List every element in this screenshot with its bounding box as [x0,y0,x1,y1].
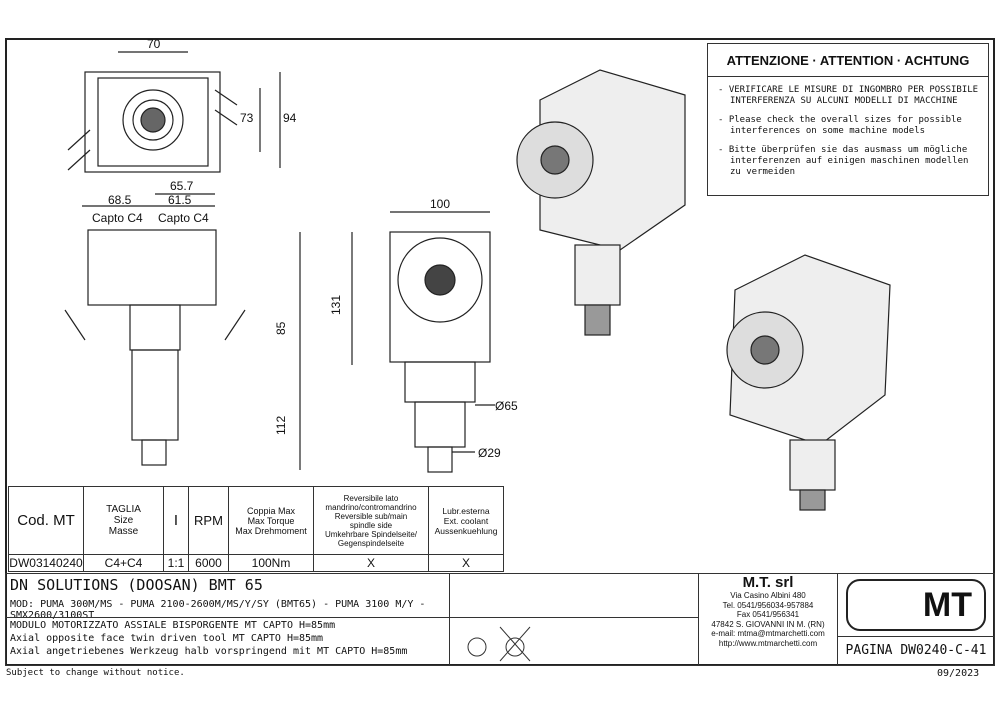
description-de: Axial angetriebenes Werkzeug halb vorspr… [10,646,408,657]
attention-item-it: - VERIFICARE LE MISURE DI INGOMBRO PER P… [718,85,979,106]
footer-date: 09/2023 [937,668,980,679]
description-it: MODULO MOTORIZZATO ASSIALE BISPORGENTE M… [10,620,336,631]
dim-top-width: 70 [147,37,161,51]
cell-torque: 100Nm [228,554,314,572]
cell-coolant: X [428,554,504,572]
header-coolant: Lubr.esterna Ext. coolant Aussenkuehlung [428,486,504,555]
header-rpm: RPM [188,486,229,555]
logo-cell: MT [837,573,995,637]
dim-dia2: Ø29 [478,446,501,460]
dim-capto-right: Capto C4 [158,211,209,225]
company-cell: M.T. srl Via Casino Albini 480 Tel. 0541… [698,573,838,666]
header-size: TAGLIA Size Masse [83,486,164,555]
company-website[interactable]: http://www.mtmarchetti.com [718,638,818,648]
attention-item-de: - Bitte überprüfen sie das ausmass um mö… [718,145,969,177]
dim-side-left: 68.5 [108,193,132,207]
company-name: M.T. srl [742,574,794,591]
attention-box: ATTENZIONE · ATTENTION · ACHTUNG - VERIF… [707,43,989,196]
dim-front-width: 100 [430,197,450,211]
dim-capto-left: Capto C4 [92,211,143,225]
dim-dia1: Ø65 [495,399,518,413]
dim-top-h2: 94 [283,111,297,125]
cell-code: DW03140240 [8,554,84,572]
header-torque: Coppia Max Max Torque Max Drehmoment [228,486,314,555]
spec-table: Cod. MT TAGLIA Size Masse I RPM Coppia M… [8,486,504,572]
description-en: Axial opposite face twin driven tool MT … [10,633,324,644]
dim-front-height: 131 [329,295,343,315]
title-block: DN SOLUTIONS (DOOSAN) BMT 65 MOD: PUMA 3… [5,573,995,666]
company-city: 47842 S. GIOVANNI IN M. (RN) [711,619,825,629]
company-email[interactable]: e-mail: mtma@mtmarchetti.com [711,629,825,638]
dim-side-h2: 112 [274,416,288,435]
machine-models: MOD: PUMA 300M/MS - PUMA 2100-2600M/MS/Y… [10,599,426,621]
company-tel: Tel. 0541/956034-957884 [722,600,814,610]
attention-title: ATTENZIONE · ATTENTION · ACHTUNG [708,44,988,77]
dim-top-h1: 73 [240,111,254,125]
dim-side-h1: 85 [274,321,288,335]
cell-rpm: 6000 [188,554,229,572]
blank-cell [449,573,699,618]
header-code: Cod. MT [8,486,84,555]
header-ratio: I [163,486,189,555]
cell-ratio: 1:1 [163,554,189,572]
dim-side-right: 61.5 [168,193,192,207]
front-view: 100 131 Ø65 Ø29 [329,197,518,473]
top-view: 70 73 94 [67,37,297,173]
machine-cell: DN SOLUTIONS (DOOSAN) BMT 65 MOD: PUMA 3… [5,573,450,621]
page-code: PAGINA DW0240-C-41 [837,636,995,666]
dim-side-overall: 65.7 [170,179,194,193]
footer-notice: Subject to change without notice. [6,668,185,678]
cell-reversible: X [313,554,429,572]
machine-title: DN SOLUTIONS (DOOSAN) BMT 65 [10,576,263,594]
header-reversible: Reversibile lato mandrino/contromandrino… [313,486,429,555]
tool-orientation-icon [467,626,531,662]
isometric-view-1 [516,69,686,336]
attention-item-en: - Please check the overall sizes for pos… [718,115,962,136]
mt-logo: MT [846,579,986,631]
company-fax: Fax 0541/956341 [736,610,800,619]
side-view: 65.7 68.5 61.5 Capto C4 Capto C4 85 112 [64,179,301,470]
description-cell: MODULO MOTORIZZATO ASSIALE BISPORGENTE M… [5,617,450,666]
company-address: Via Casino Albini 480 [730,591,806,600]
tool-icons [449,617,699,666]
cell-size: C4+C4 [83,554,164,572]
isometric-view-2 [726,254,891,511]
